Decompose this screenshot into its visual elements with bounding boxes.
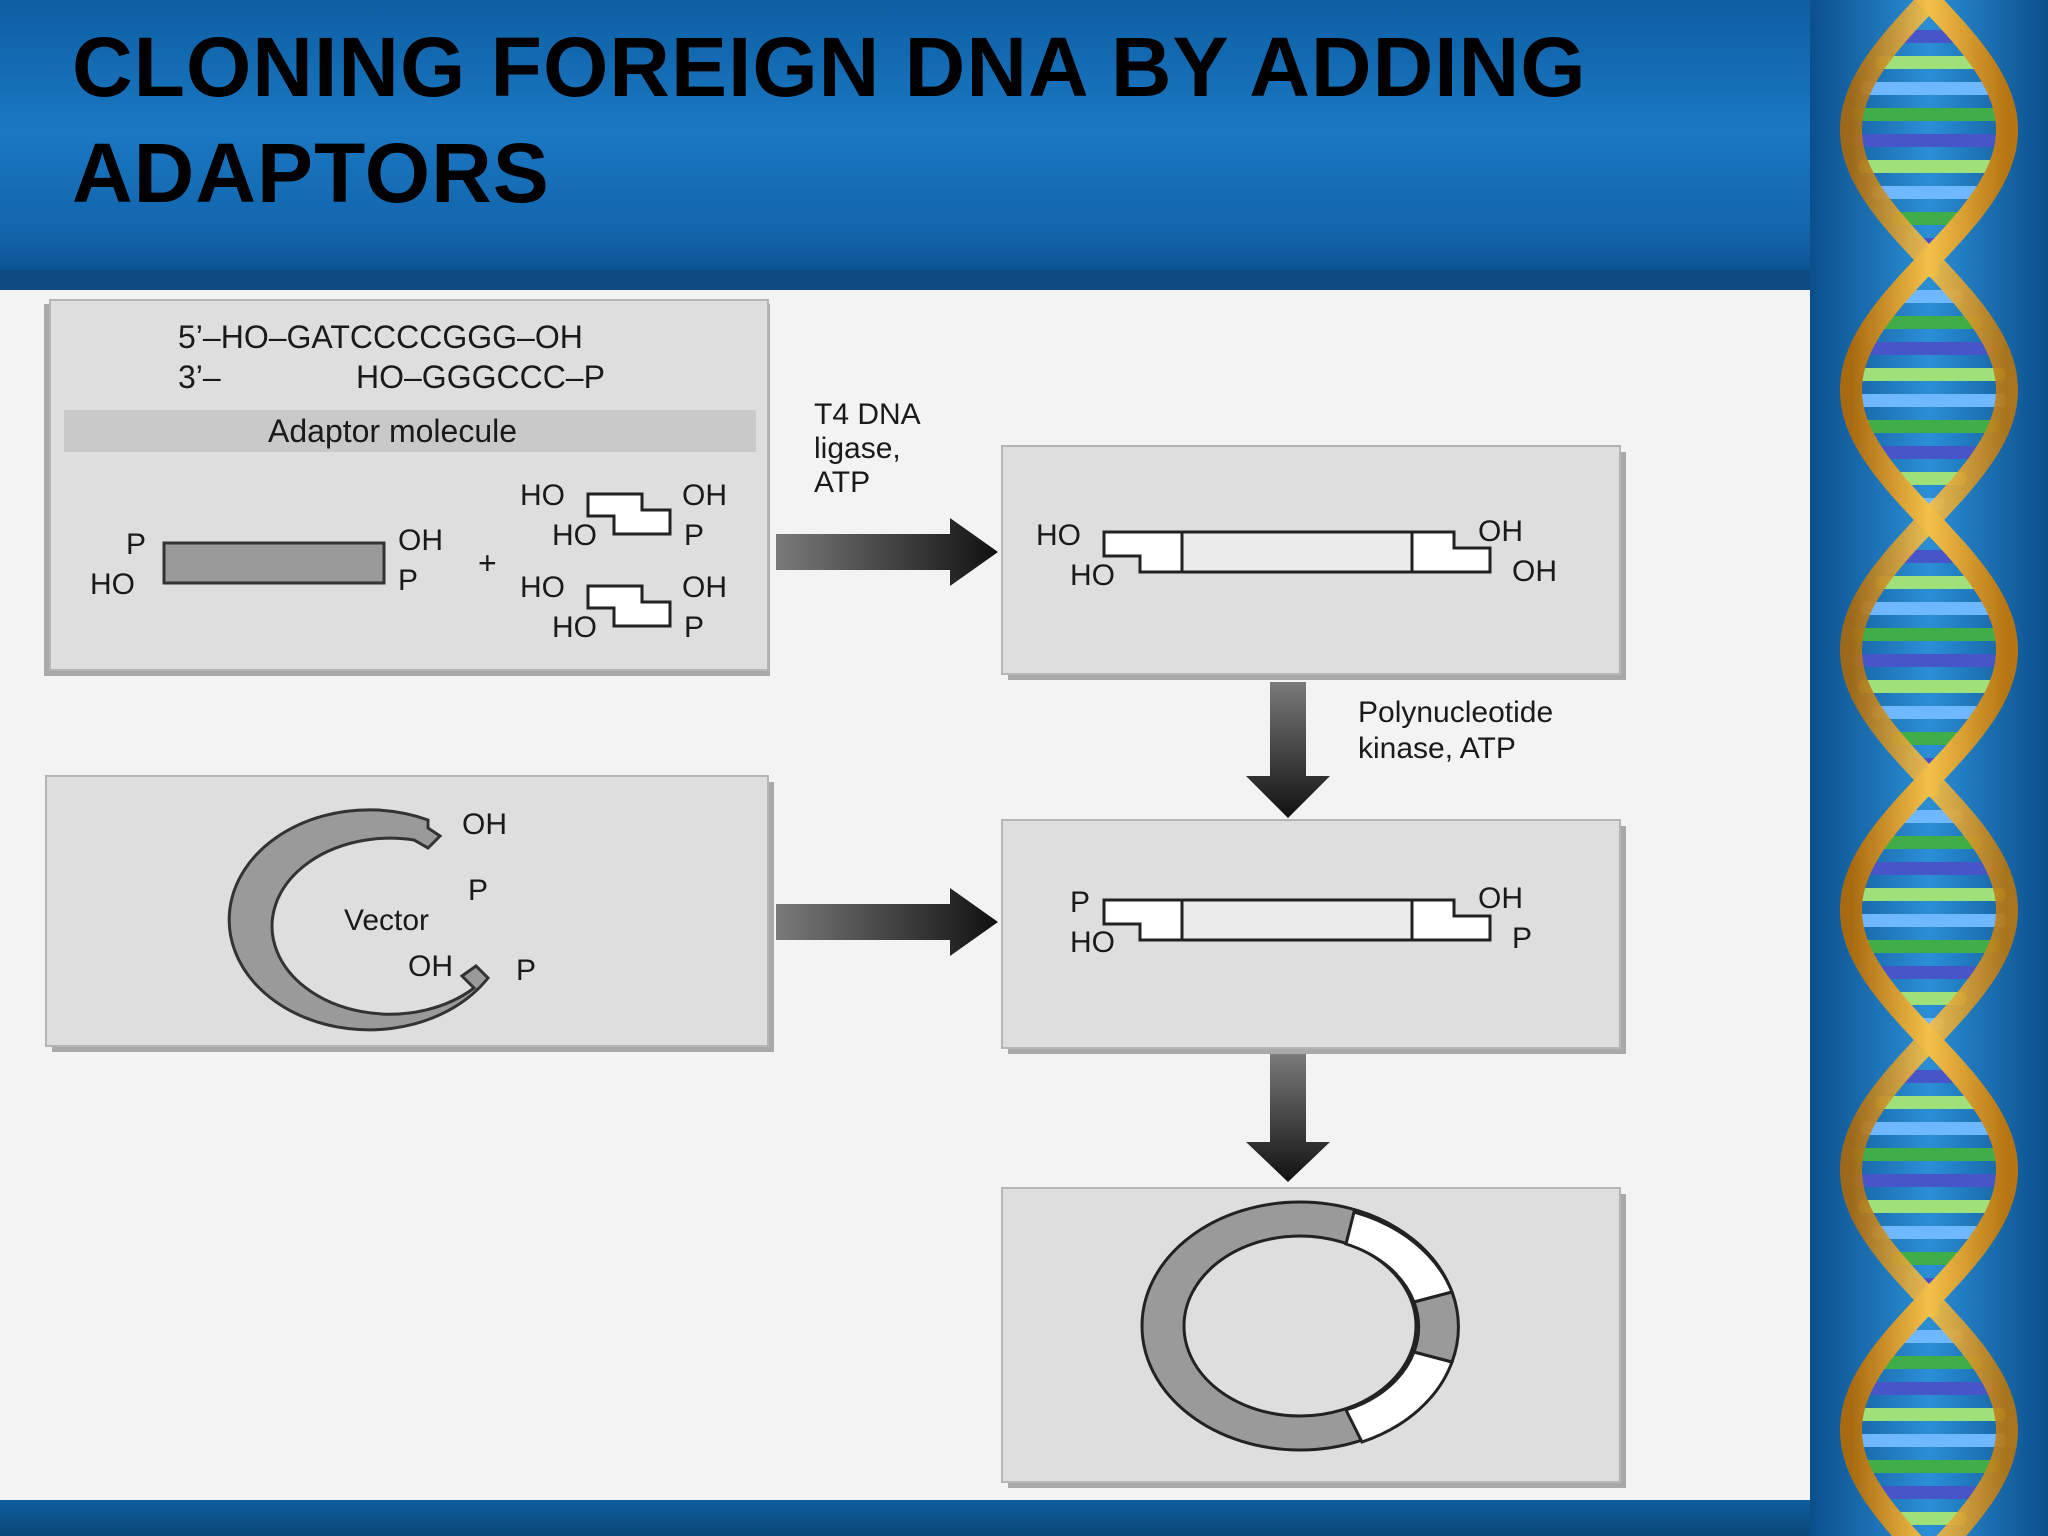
adaptor1-label-bl: HO bbox=[552, 519, 597, 552]
helix-rung bbox=[1858, 160, 2000, 173]
helix-rung bbox=[1875, 836, 1983, 849]
adaptor1-label-br: P bbox=[684, 519, 704, 552]
helix-rung bbox=[1871, 966, 1987, 979]
header-bar bbox=[0, 0, 2048, 285]
step1-label-line2: ligase, bbox=[814, 432, 901, 465]
adaptor-sequence-top: 5’–HO–GATCCCCGGG–OH bbox=[178, 319, 583, 355]
helix-rung bbox=[1851, 394, 2007, 407]
helix-rung bbox=[1858, 940, 2000, 953]
phosphorylated-label-tr: OH bbox=[1478, 882, 1523, 915]
adaptor-piece-1 bbox=[586, 492, 672, 536]
arrow-circularize bbox=[1246, 1054, 1330, 1182]
helix-rung bbox=[1860, 1382, 1998, 1395]
step1-label-line1: T4 DNA bbox=[814, 398, 921, 431]
helix-rung bbox=[1871, 706, 1987, 719]
adaptor-caption: Adaptor molecule bbox=[268, 413, 517, 449]
helix-rung bbox=[1860, 862, 1998, 875]
adaptor2-label-br: P bbox=[684, 611, 704, 644]
helix-rung bbox=[1851, 1434, 2007, 1447]
helix-rung bbox=[1871, 1226, 1987, 1239]
helix-rung bbox=[1891, 1512, 1967, 1525]
vector-label: Vector bbox=[344, 904, 429, 937]
helix-rung bbox=[1891, 1252, 1967, 1265]
helix-rung bbox=[1852, 628, 2006, 641]
phosphorylated-label-br: P bbox=[1512, 922, 1532, 955]
step2-label-line2: kinase, ATP bbox=[1358, 732, 1516, 765]
ligated-label-bl: HO bbox=[1070, 559, 1115, 592]
vector-end1-bottom: P bbox=[468, 874, 488, 907]
adaptor1-label-tl: HO bbox=[520, 479, 565, 512]
helix-rung bbox=[1851, 134, 2007, 147]
helix-rung bbox=[1858, 1460, 2000, 1473]
helix-rung bbox=[1858, 420, 2000, 433]
phosphorylated-label-bl: HO bbox=[1070, 926, 1115, 959]
vector-end2-top: OH bbox=[408, 950, 453, 983]
ligated-panel bbox=[1001, 445, 1626, 680]
slide-title: CLONING FOREIGN DNA BY ADDING ADAPTORS bbox=[72, 20, 1587, 220]
adaptor2-label-tl: HO bbox=[520, 571, 565, 604]
step2-label-line1: Polynucleotide bbox=[1358, 696, 1553, 729]
adaptor-piece-2 bbox=[586, 584, 672, 628]
helix-rung bbox=[1875, 576, 1983, 589]
helix-rung bbox=[1891, 992, 1967, 1005]
header-divider bbox=[0, 270, 2048, 290]
fragment-label-top-right: OH bbox=[398, 524, 443, 557]
dna-helix-image bbox=[1810, 0, 2048, 1536]
recombinant-plasmid bbox=[1140, 1200, 1460, 1452]
helix-rung bbox=[1875, 56, 1983, 69]
adaptor1-label-tr: OH bbox=[682, 479, 727, 512]
phosphorylated-panel bbox=[1001, 819, 1626, 1054]
phosphorylated-label-tl: P bbox=[1070, 886, 1090, 919]
helix-rung bbox=[1891, 212, 1967, 225]
ligated-label-tl: HO bbox=[1036, 519, 1081, 552]
arrow-ligation bbox=[776, 518, 998, 586]
foreign-dna-fragment bbox=[162, 541, 386, 585]
adaptor-sequence-bottom: HO–GGGCCC–P bbox=[356, 359, 605, 395]
helix-rung bbox=[1871, 1486, 1987, 1499]
ligated-label-tr: OH bbox=[1478, 515, 1523, 548]
helix-rung bbox=[1871, 446, 1987, 459]
adaptor-sequence-bottom-prefix: 3’– bbox=[178, 359, 221, 395]
step1-label-line3: ATP bbox=[814, 466, 870, 499]
helix-rung bbox=[1852, 888, 2006, 901]
footer-bar bbox=[0, 1500, 2048, 1536]
phosphorylated-fragment bbox=[1102, 898, 1492, 942]
helix-rung bbox=[1858, 1200, 2000, 1213]
fragment-label-bottom-left: HO bbox=[90, 568, 135, 601]
helix-rung bbox=[1860, 1122, 1998, 1135]
helix-rung bbox=[1875, 1356, 1983, 1369]
helix-rung bbox=[1860, 82, 1998, 95]
helix-rung bbox=[1852, 1148, 2006, 1161]
helix-rung bbox=[1875, 316, 1983, 329]
arrow-vector-join bbox=[776, 888, 998, 956]
fragment-label-top-left: P bbox=[126, 528, 146, 561]
helix-rung bbox=[1851, 1174, 2007, 1187]
adaptor2-label-tr: OH bbox=[682, 571, 727, 604]
helix-rung bbox=[1891, 732, 1967, 745]
fragment-label-bottom-right: P bbox=[398, 564, 418, 597]
helix-rung bbox=[1891, 472, 1967, 485]
vector-end1-top: OH bbox=[462, 808, 507, 841]
ligated-fragment bbox=[1102, 530, 1492, 574]
helix-rung bbox=[1875, 1096, 1983, 1109]
helix-rung bbox=[1851, 914, 2007, 927]
helix-rung bbox=[1871, 186, 1987, 199]
ligated-label-br: OH bbox=[1512, 555, 1557, 588]
vector-plasmid-open bbox=[227, 808, 491, 1032]
helix-rung bbox=[1860, 342, 1998, 355]
adaptor2-label-bl: HO bbox=[552, 611, 597, 644]
plus-sign: + bbox=[478, 545, 497, 581]
vector-end2-bottom: P bbox=[516, 954, 536, 987]
helix-rung bbox=[1858, 680, 2000, 693]
helix-rung bbox=[1852, 368, 2006, 381]
helix-rung bbox=[1852, 108, 2006, 121]
helix-rung bbox=[1860, 602, 1998, 615]
arrow-kinase bbox=[1246, 682, 1330, 818]
helix-rung bbox=[1852, 1408, 2006, 1421]
helix-rung bbox=[1851, 654, 2007, 667]
